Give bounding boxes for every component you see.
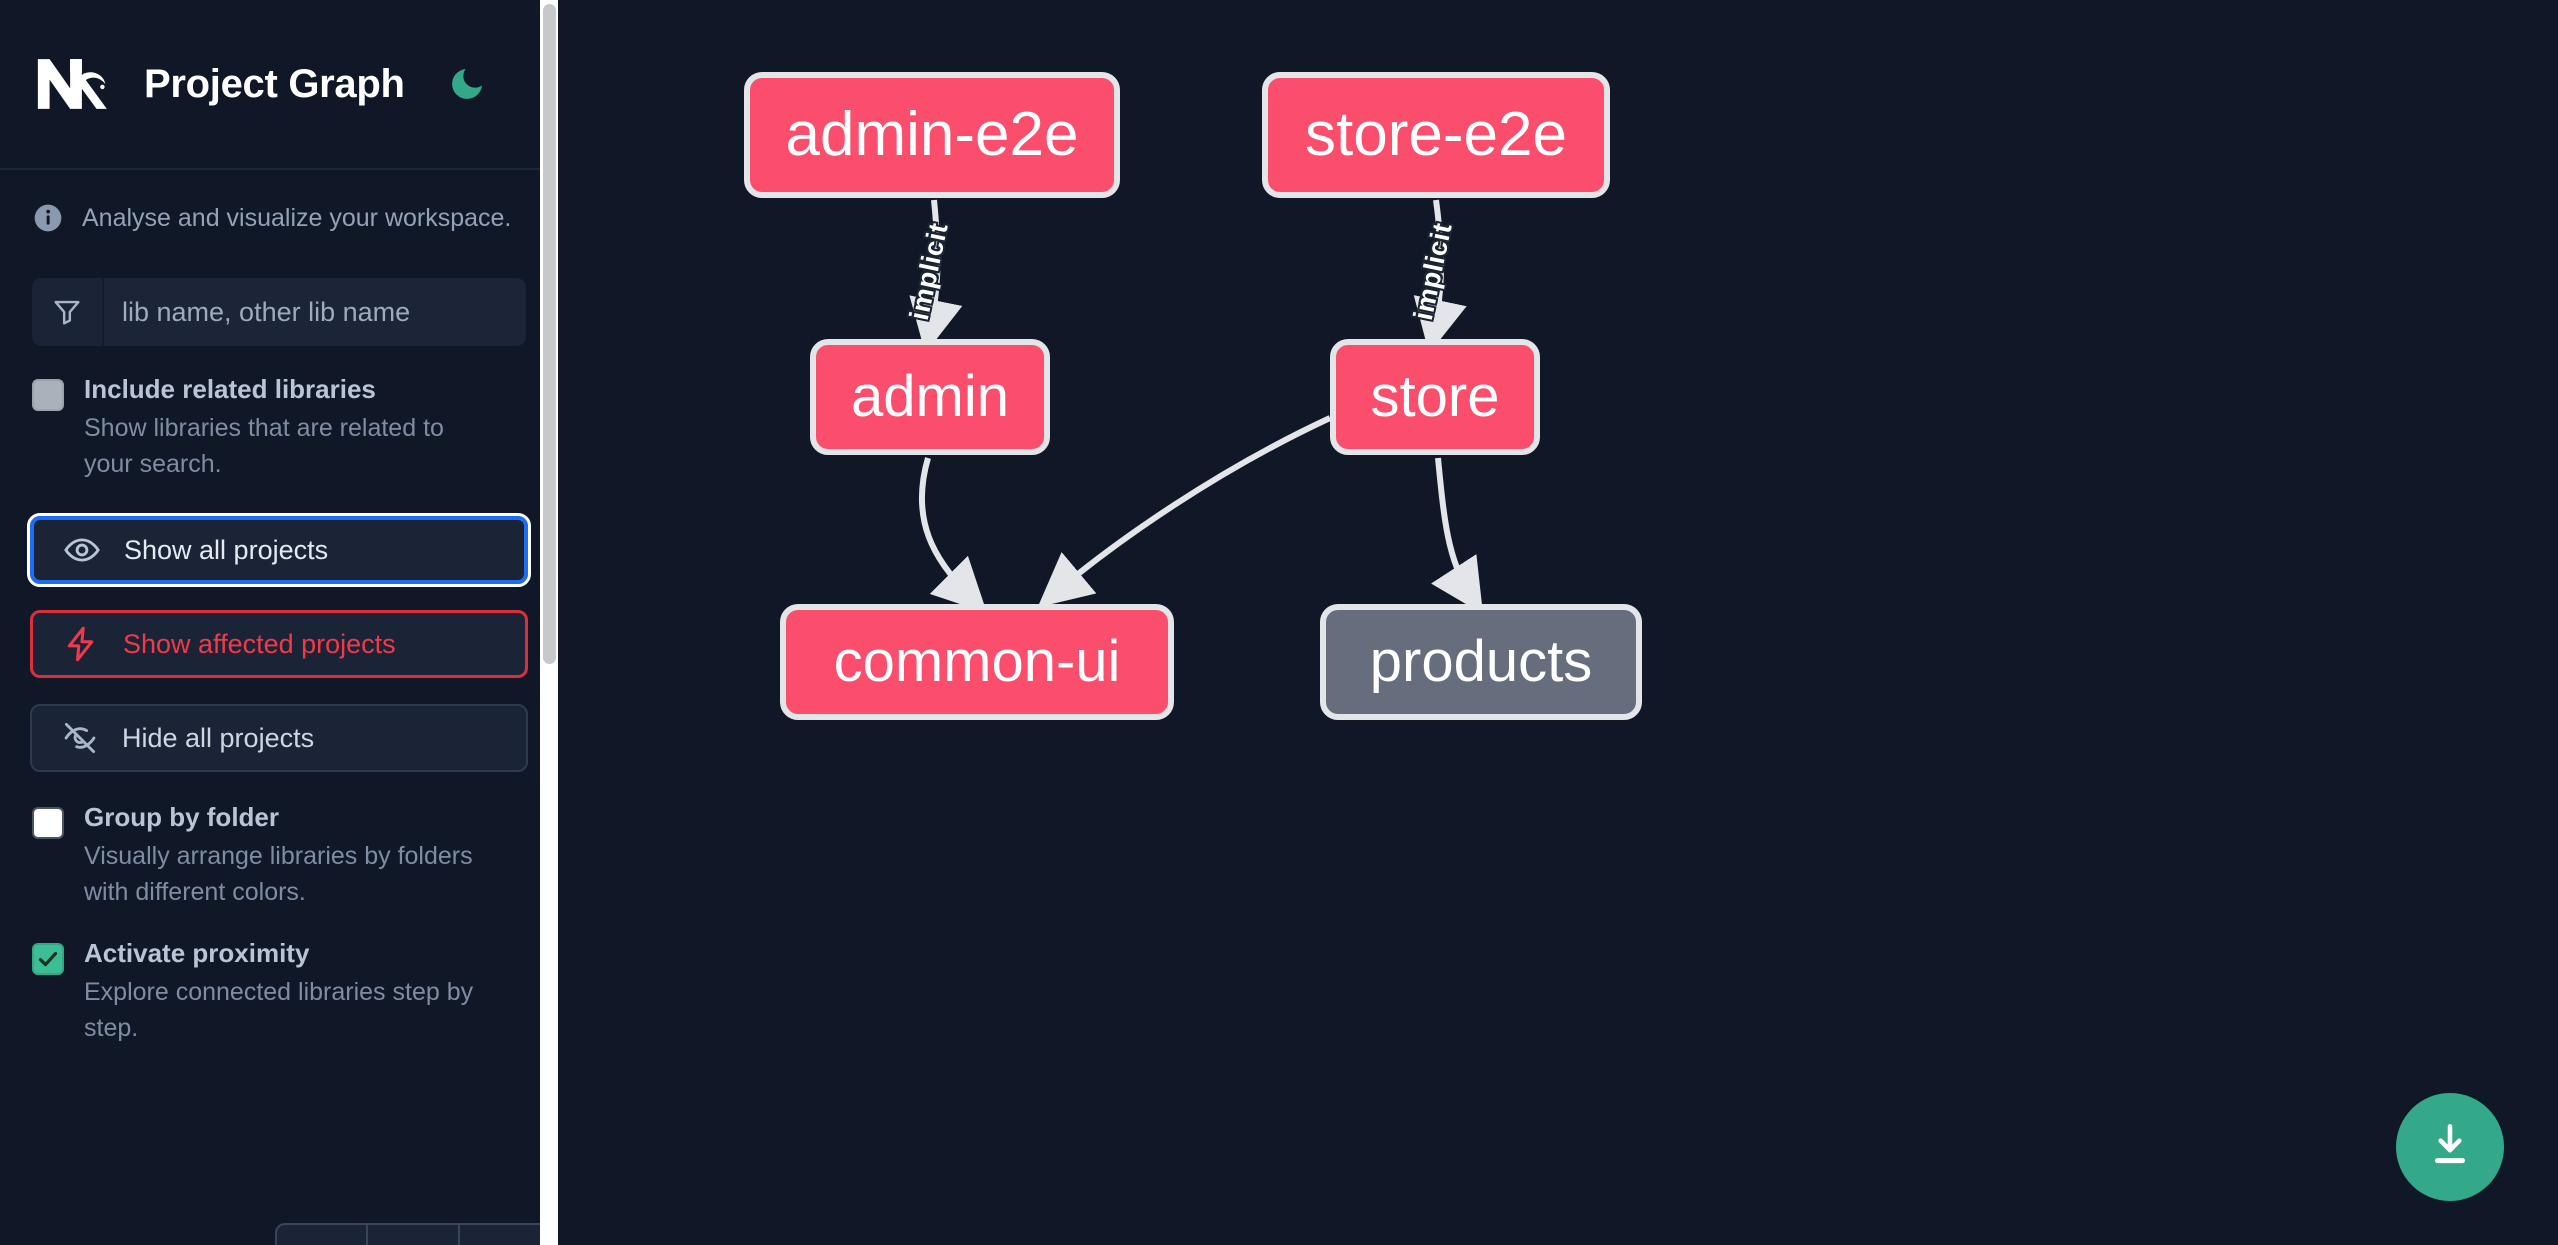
search-input[interactable]	[104, 278, 526, 346]
option-description: Explore connected libraries step by step…	[84, 978, 474, 1042]
segment-3[interactable]	[460, 1225, 549, 1245]
lightning-icon	[61, 624, 101, 664]
graph-canvas[interactable]: admin-e2e store-e2e admin store common-u…	[558, 0, 2558, 1245]
edge-admin-common-ui	[918, 457, 987, 613]
app-title: Project Graph	[144, 61, 405, 106]
download-icon	[2424, 1119, 2476, 1176]
button-label: Show affected projects	[123, 628, 396, 659]
edge-store-common-ui	[1037, 415, 1332, 608]
checkbox-include-related[interactable]	[32, 379, 64, 411]
graph-node-admin[interactable]: admin	[810, 339, 1050, 455]
button-label: Show all projects	[124, 534, 329, 565]
edge-admin-e2e-admin	[909, 199, 963, 354]
edge-store-e2e-store	[1413, 199, 1467, 354]
hide-all-projects-button[interactable]: Hide all projects	[30, 704, 528, 773]
funnel-filter-icon[interactable]	[32, 278, 104, 346]
graph-node-products[interactable]: products	[1320, 604, 1642, 720]
option-description: Visually arrange libraries by folders wi…	[84, 842, 473, 906]
button-label: Hide all projects	[122, 722, 315, 753]
graph-node-admin-e2e[interactable]: admin-e2e	[744, 72, 1120, 198]
tagline: Analyse and visualize your workspace.	[0, 170, 558, 266]
checkbox-group-by-folder[interactable]	[32, 807, 64, 840]
action-buttons: Show all projects Show affected projects	[0, 513, 558, 773]
option-description: Show libraries that are related to your …	[84, 414, 444, 478]
filter-row	[0, 278, 558, 346]
show-affected-projects-button[interactable]: Show affected projects	[30, 610, 528, 679]
option-group-by-folder[interactable]: Group by folder Visually arrange librari…	[0, 800, 558, 910]
option-label: Activate proximity	[84, 938, 310, 969]
option-include-related[interactable]: Include related libraries Show libraries…	[0, 372, 558, 482]
nx-logo-icon	[32, 52, 120, 116]
option-activate-proximity[interactable]: Activate proximity Explore connected lib…	[0, 936, 558, 1046]
checkbox-activate-proximity[interactable]	[32, 943, 64, 976]
edge-store-products	[1431, 457, 1484, 615]
graph-node-store-e2e[interactable]: store-e2e	[1262, 72, 1610, 198]
option-label: Group by folder	[84, 802, 279, 833]
tagline-text: Analyse and visualize your workspace.	[82, 203, 512, 232]
sidebar-header: Project Graph	[0, 0, 558, 170]
segment-1[interactable]	[277, 1225, 369, 1245]
download-image-button[interactable]	[2396, 1093, 2504, 1201]
moon-icon[interactable]	[443, 60, 491, 108]
graph-node-common-ui[interactable]: common-ui	[780, 604, 1174, 720]
graph-node-store[interactable]: store	[1330, 339, 1540, 455]
eye-slash-icon	[60, 718, 100, 758]
info-icon	[32, 202, 64, 234]
sidebar-scrollbar[interactable]	[540, 0, 558, 1245]
show-all-projects-button[interactable]: Show all projects	[27, 513, 531, 588]
graph-edges	[909, 199, 1484, 615]
search-filter-box[interactable]	[32, 278, 526, 346]
option-label: Include related libraries	[84, 374, 376, 404]
sidebar-scrollbar-thumb[interactable]	[543, 4, 556, 664]
sidebar: Project Graph Analyse and visualize your…	[0, 0, 558, 1245]
segmented-control-partial[interactable]	[275, 1223, 551, 1245]
eye-icon	[62, 530, 102, 570]
segment-2[interactable]	[368, 1225, 460, 1245]
